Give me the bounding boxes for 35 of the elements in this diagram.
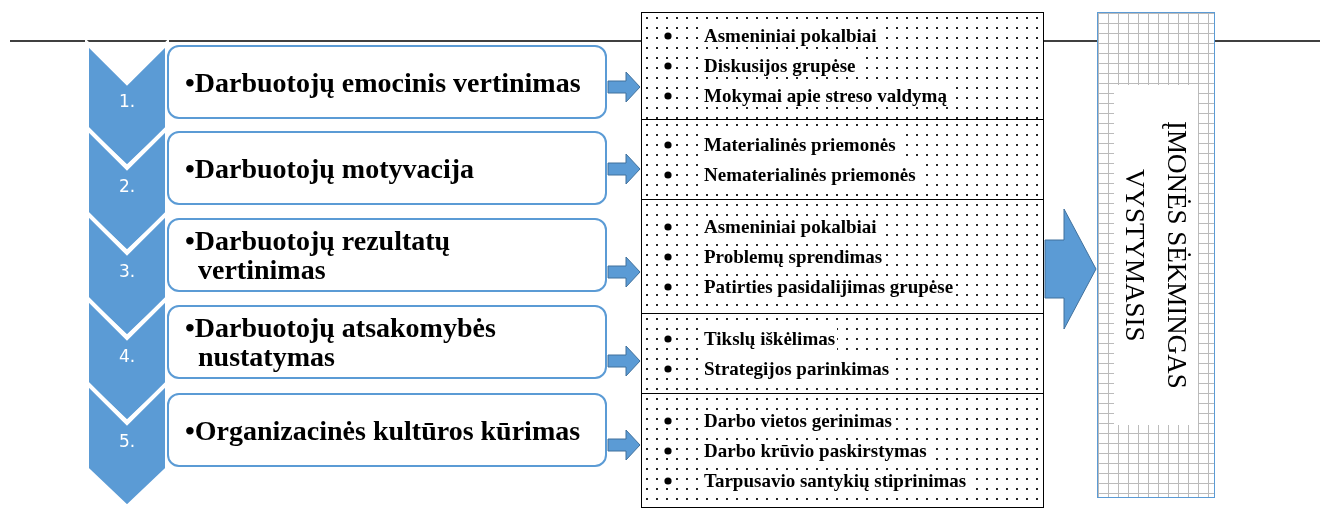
block-arrow bbox=[607, 153, 641, 185]
bullet-item: Mokymai apie streso valdymą bbox=[702, 85, 949, 107]
step-box bbox=[167, 393, 607, 467]
step-number: 5. bbox=[117, 431, 137, 451]
step-title: •Darbuotojų motyvacija bbox=[185, 153, 474, 183]
step-number: 3. bbox=[117, 261, 137, 281]
block-arrow bbox=[607, 345, 641, 377]
step-title: •Darbuotojų atsakomybės nustatymas bbox=[185, 313, 497, 371]
step-title: •Darbuotojų emocinis vertinimas bbox=[185, 67, 581, 97]
measures-box bbox=[641, 313, 1044, 394]
bullet-item: Tikslų iškėlimas bbox=[702, 327, 838, 350]
step-number: 2. bbox=[117, 176, 137, 196]
step-box bbox=[167, 45, 607, 119]
block-arrow bbox=[607, 71, 641, 103]
step-box bbox=[167, 305, 607, 379]
step-title: •Organizacinės kultūros kūrimas bbox=[185, 415, 581, 445]
step-box bbox=[167, 218, 607, 292]
measures-box bbox=[641, 119, 1044, 200]
measures-box bbox=[641, 12, 1044, 120]
result-box bbox=[1097, 12, 1215, 498]
block-arrow bbox=[607, 256, 641, 288]
step-title: •Darbuotojų rezultatų vertinimas bbox=[185, 226, 452, 284]
step-number: 4. bbox=[117, 346, 137, 366]
step-number: 1. bbox=[117, 91, 137, 111]
bullet-item: Asmeniniai pokalbiai bbox=[702, 25, 879, 47]
bullet-item: Materialinės priemonės bbox=[702, 133, 898, 156]
bullet-item: Nematerialinės priemonės bbox=[702, 163, 918, 186]
measures-box bbox=[641, 199, 1044, 314]
bullet-item: Diskusijos grupėse bbox=[702, 55, 858, 77]
block-arrow bbox=[607, 429, 641, 461]
bullet-item: Strategijos parinkimas bbox=[702, 357, 892, 380]
step-box bbox=[167, 131, 607, 205]
result-title: ĮMONĖS SĖKMINGAS VYSTYMASIS bbox=[1114, 85, 1198, 425]
measures-box bbox=[641, 393, 1044, 508]
block-arrow bbox=[1044, 208, 1097, 330]
